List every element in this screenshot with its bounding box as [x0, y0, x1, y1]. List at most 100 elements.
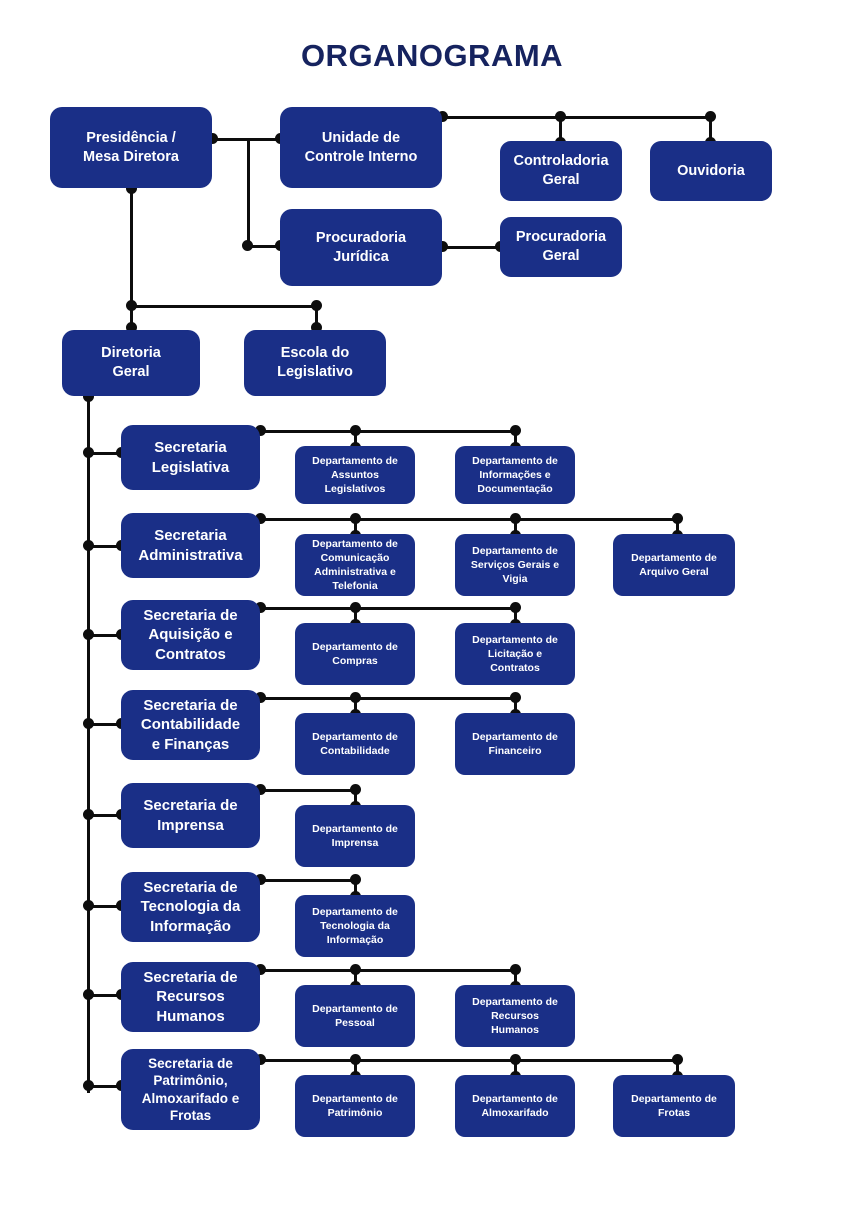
connector-dot-presidencia-right — [207, 133, 218, 144]
connector-dot-dep-frotas-bus — [672, 1054, 683, 1065]
connector-dot-dep-imprensa-bus — [350, 784, 361, 795]
connector-spine-to-sec-legislativa — [87, 452, 127, 455]
connector-drop-dep-pessoal — [354, 969, 357, 989]
connector-dot-dep-financeiro-bus — [510, 692, 521, 703]
connector-drop-dep-contabilidade — [354, 697, 357, 717]
connector-unidade-top-bus — [442, 116, 712, 119]
connector-bus-sec-patrimonio — [260, 1059, 680, 1062]
connector-bus-sec-administrativa — [260, 518, 680, 521]
connector-drop-dep-assuntos-legislativos — [354, 430, 357, 450]
connector-dot-direction-bus-left — [126, 300, 137, 311]
connector-dot-dep-recursos-humanos-bus — [510, 964, 521, 975]
connector-drop-dep-imprensa — [354, 789, 357, 809]
connector-drop-dep-compras — [354, 607, 357, 627]
connector-dot-unidade-right — [437, 111, 448, 122]
connector-bus-sec-recursos-humanos — [260, 969, 520, 972]
connector-dot-diretoria-geral-top — [126, 322, 137, 333]
connector-dot-spine-sec-legislativa — [83, 447, 94, 458]
connector-bus-sec-tecnologia — [260, 879, 360, 882]
connector-dot-controladoria-top — [555, 111, 566, 122]
connector-dot-spine-sec-recursos-humanos — [83, 989, 94, 1000]
connector-bus-sec-contabilidade — [260, 697, 520, 700]
connector-dot-procuradoria-elbow — [242, 240, 253, 251]
connector-drop-diretoria-geral — [130, 305, 133, 330]
connector-dot-dep-servicos-gerais-bus — [510, 513, 521, 524]
connector-spine-to-sec-aquisicao — [87, 634, 127, 637]
connector-dot-ouvidoria-top — [705, 111, 716, 122]
node-presidencia[interactable]: Presidência /Mesa Diretora — [50, 107, 212, 188]
connector-spine-to-sec-administrativa — [87, 545, 127, 548]
connector-drop-dep-recursos-humanos — [514, 969, 517, 989]
connector-dot-dep-informacoes-bus — [510, 425, 521, 436]
connector-spine-to-sec-tecnologia — [87, 905, 127, 908]
connector-dot-sec-recursos-humanos-right — [255, 964, 266, 975]
connector-dot-presidencia-bottom — [126, 183, 137, 194]
connector-drop-dep-tecnologia — [354, 879, 357, 899]
connector-dot-sec-tecnologia-right — [255, 874, 266, 885]
connector-dot-sec-contabilidade-right — [255, 692, 266, 703]
connector-drop-dep-almoxarifado — [514, 1059, 517, 1079]
connector-procuradoria-juridica-to-geral — [442, 246, 504, 249]
connector-dot-diretoria-geral-bottom — [83, 391, 94, 402]
connector-spine-to-sec-imprensa — [87, 814, 127, 817]
connector-dot-spine-sec-imprensa — [83, 809, 94, 820]
connector-dot-dep-assuntos-legislativos-bus — [350, 425, 361, 436]
connector-dot-spine-sec-patrimonio — [83, 1080, 94, 1091]
node-ouvidoria[interactable]: Ouvidoria — [650, 141, 772, 201]
connector-dot-escola-top — [311, 322, 322, 333]
connector-dot-spine-sec-administrativa — [83, 540, 94, 551]
node-presidencia-label: Presidência /Mesa Diretora — [83, 129, 179, 165]
connector-drop-dep-licitacao — [514, 607, 517, 627]
